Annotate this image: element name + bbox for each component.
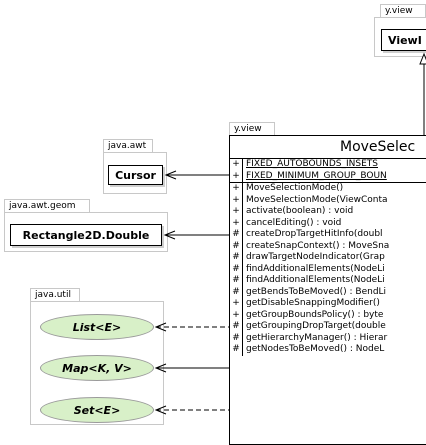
member-signature: createSnapContext() : MoveSna [246,240,390,251]
member-signature: drawTargetNodeIndicator(Grap [246,252,385,262]
member-divider [242,252,243,264]
inheritance-connector [419,52,426,135]
member-visibility: # [232,344,240,354]
member-visibility: + [232,159,240,169]
member-signature: getNodesToBeMoved() : NodeL [246,344,385,354]
member-visibility: # [232,229,240,239]
member-visibility: # [232,321,240,331]
member-divider [242,309,243,321]
package-tab-java-awt: java.awt [103,139,153,152]
member-divider [242,183,243,195]
cursor-association [164,170,229,180]
rectangle-association [163,230,229,240]
member-divider [242,229,243,241]
member-visibility: # [232,252,240,262]
member-signature: getHierarchyManager() : Hierar [246,332,388,343]
member-row[interactable]: # findAdditionalElements(NodeLi [230,263,426,275]
member-row[interactable]: # getNodesToBeMoved() : NodeL [230,344,426,356]
member-divider [242,332,243,344]
member-signature: findAdditionalElements(NodeLi [246,275,385,285]
member-divider [242,217,243,229]
member-visibility: + [232,217,240,228]
list-dependency [154,322,229,332]
member-divider [242,344,243,356]
member-row[interactable]: # getGroupingDropTarget(double [230,321,426,333]
member-divider [242,275,243,287]
member-row[interactable]: + cancelEditing() : void [230,217,426,229]
member-signature: createDropTargetHitInfo(doubl [246,229,383,239]
class-title-divider [230,158,426,159]
member-signature: getDisableSnappingModifier() [246,298,380,308]
member-row[interactable]: + activate(boolean) : void [230,206,426,218]
member-visibility: + [232,194,240,205]
member-visibility: + [232,309,240,320]
member-divider [242,206,243,218]
member-divider [242,170,243,182]
member-row[interactable]: # createDropTargetHitInfo(doubl [230,229,426,241]
member-signature: FIXED_MINIMUM_GROUP_BOUN [246,170,387,181]
member-row[interactable]: + getGroupBoundsPolicy() : byte [230,309,426,321]
member-visibility: + [232,183,240,193]
member-visibility: # [232,286,240,297]
member-row[interactable]: + MoveSelectionMode() [230,183,426,195]
member-row[interactable]: + FIXED_AUTOBOUNDS_INSETS [230,159,426,171]
member-visibility: + [232,170,240,181]
member-signature: MoveSelectionMode(ViewConta [246,194,388,205]
member-divider [242,194,243,206]
member-signature: MoveSelectionMode() [246,183,344,193]
member-visibility: # [232,275,240,285]
set-dependency [154,405,229,415]
class-rectangle2d-double[interactable]: Rectangle2D.Double [10,224,162,246]
member-row[interactable]: # getHierarchyManager() : Hierar [230,332,426,344]
member-divider [242,321,243,333]
member-row[interactable]: # getBendsToBeMoved() : BendLi [230,286,426,298]
member-signature: getBendsToBeMoved() : BendLi [246,286,387,297]
member-signature: activate(boolean) : void [246,206,354,216]
member-visibility: + [232,206,240,216]
member-row[interactable]: # findAdditionalElements(NodeLi [230,275,426,287]
class-title: MoveSelec [340,139,416,155]
member-visibility: # [232,240,240,251]
class-move-selection-mode[interactable]: MoveSelec + FIXED_AUTOBOUNDS_INSETS + FIXED… [229,135,426,445]
member-divider [242,240,243,252]
member-divider [242,298,243,310]
member-signature: FIXED_AUTOBOUNDS_INSETS [246,159,378,169]
member-signature: cancelEditing() : void [246,217,342,228]
member-list: + FIXED_AUTOBOUNDS_INSETS + FIXED_MINIMUM_G… [230,159,426,356]
package-tab-y-view-main: y.view [229,122,275,135]
class-view-top[interactable]: ViewI [381,29,426,51]
interface-set[interactable]: Set<E> [40,397,154,423]
package-tab-java-util: java.util [30,288,80,301]
member-row[interactable]: + MoveSelectionMode(ViewConta [230,194,426,206]
class-cursor[interactable]: Cursor [108,165,163,185]
member-row[interactable]: # createSnapContext() : MoveSna [230,240,426,252]
member-signature: getGroupBoundsPolicy() : byte [246,309,384,320]
member-row[interactable]: + FIXED_MINIMUM_GROUP_BOUN [230,170,426,182]
fields-methods-divider [230,182,426,183]
member-row[interactable]: + getDisableSnappingModifier() [230,298,426,310]
member-divider [242,263,243,275]
member-visibility: + [232,298,240,308]
member-visibility: # [232,332,240,343]
member-row[interactable]: # drawTargetNodeIndicator(Grap [230,252,426,264]
interface-map[interactable]: Map<K, V> [40,355,154,381]
member-signature: getGroupingDropTarget(double [246,321,386,331]
package-tab-java-awt-geom: java.awt.geom [4,199,90,212]
member-divider [242,286,243,298]
interface-list[interactable]: List<E> [40,314,154,340]
map-association [154,363,229,373]
member-divider [242,159,243,171]
member-signature: findAdditionalElements(NodeLi [246,263,385,274]
member-visibility: # [232,263,240,274]
